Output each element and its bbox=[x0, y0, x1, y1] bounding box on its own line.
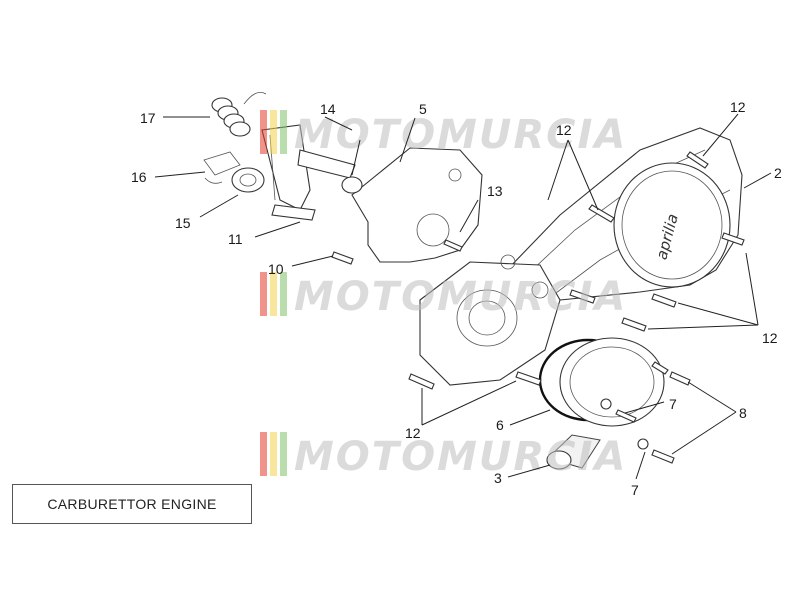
label-part-3: 3 bbox=[494, 470, 502, 486]
label-part-5: 5 bbox=[419, 101, 427, 117]
svg-text:MOTOMURCIA: MOTOMURCIA bbox=[294, 112, 627, 158]
spring-part bbox=[211, 91, 267, 137]
caption-text: CARBURETTOR ENGINE bbox=[47, 496, 217, 512]
part-labels: 17 16 15 14 5 13 11 10 12 12 2 12 12 6 7… bbox=[131, 99, 782, 498]
svg-text:MOTOMURCIA: MOTOMURCIA bbox=[294, 434, 627, 480]
label-part-12-mid: 12 bbox=[556, 122, 572, 138]
label-part-11: 11 bbox=[228, 231, 243, 247]
watermark-bottom: MOTOMURCIA bbox=[260, 432, 627, 480]
label-part-12-top: 12 bbox=[730, 99, 746, 115]
leader-lines bbox=[154, 113, 772, 480]
label-part-12-right: 12 bbox=[762, 330, 778, 346]
return-spring bbox=[203, 151, 241, 184]
clutch-housing bbox=[419, 254, 561, 386]
label-part-13: 13 bbox=[487, 183, 503, 199]
bush-part bbox=[231, 167, 265, 193]
watermark-middle: MOTOMURCIA bbox=[260, 272, 627, 320]
inner-plate bbox=[351, 147, 483, 263]
label-part-6: 6 bbox=[496, 417, 504, 433]
label-part-15: 15 bbox=[175, 215, 191, 231]
watermark-top: MOTOMURCIA bbox=[260, 110, 627, 158]
label-part-14: 14 bbox=[320, 101, 336, 117]
label-part-10: 10 bbox=[268, 261, 284, 277]
label-part-7-bottom: 7 bbox=[631, 482, 639, 498]
label-part-7-mid: 7 bbox=[669, 396, 677, 412]
label-part-12-bottom: 12 bbox=[405, 425, 421, 441]
impeller-cover bbox=[546, 337, 665, 470]
label-part-16: 16 bbox=[131, 169, 147, 185]
engine-type-caption: CARBURETTOR ENGINE bbox=[12, 484, 252, 524]
screw-set bbox=[331, 151, 745, 464]
label-part-17: 17 bbox=[140, 110, 156, 126]
label-part-2: 2 bbox=[774, 165, 782, 181]
label-part-8: 8 bbox=[739, 405, 747, 421]
svg-text:MOTOMURCIA: MOTOMURCIA bbox=[294, 274, 627, 320]
